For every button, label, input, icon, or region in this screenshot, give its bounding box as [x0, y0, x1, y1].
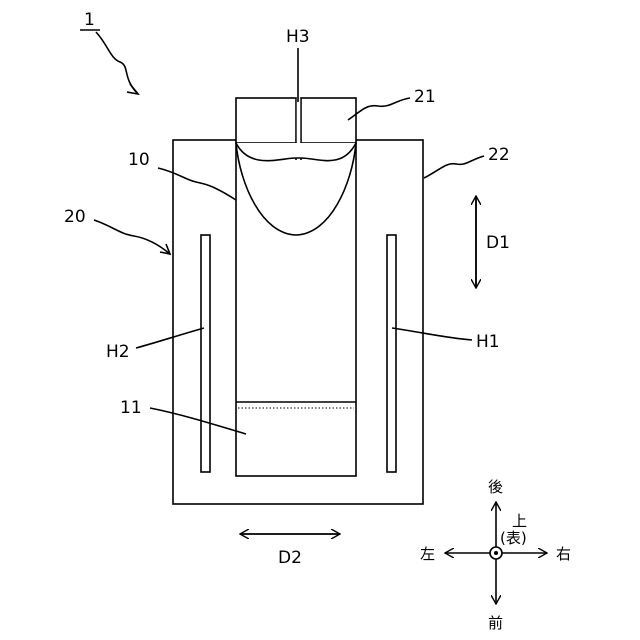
label-21: 21 — [414, 87, 436, 107]
left-strip-h2 — [201, 235, 210, 472]
compass-up-note: (表) — [500, 529, 527, 547]
compass-center-dot — [494, 551, 498, 555]
label-11: 11 — [120, 398, 142, 418]
label-d2: D2 — [278, 548, 302, 568]
label-11-leader — [150, 408, 246, 434]
label-21-leader — [348, 98, 410, 120]
compass-left-label: 左 — [420, 545, 435, 563]
label-h2: H2 — [106, 342, 130, 362]
label-h3: H3 — [286, 27, 310, 47]
compass-back-label: 後 — [488, 478, 503, 496]
label-10-leader — [158, 168, 236, 200]
compass-up-label: 上 — [512, 512, 527, 530]
fig-number-leader — [96, 32, 138, 94]
label-h1-leader — [392, 328, 472, 340]
compass-right-label: 右 — [556, 545, 571, 563]
label-22: 22 — [488, 145, 510, 165]
label-20: 20 — [64, 207, 86, 227]
cap-curve — [236, 143, 356, 161]
compass-front-label: 前 — [488, 614, 503, 632]
label-20-leader — [94, 220, 170, 254]
fig-number-label: 1 — [84, 10, 95, 30]
label-22-leader — [424, 156, 484, 178]
label-d1: D1 — [486, 233, 510, 253]
label-10: 10 — [128, 150, 150, 170]
fig-number-arrowhead — [127, 84, 138, 94]
label-h2-leader — [136, 328, 204, 348]
inner-container — [236, 140, 356, 476]
right-strip-h1 — [387, 235, 396, 472]
label-h1: H1 — [476, 332, 500, 352]
